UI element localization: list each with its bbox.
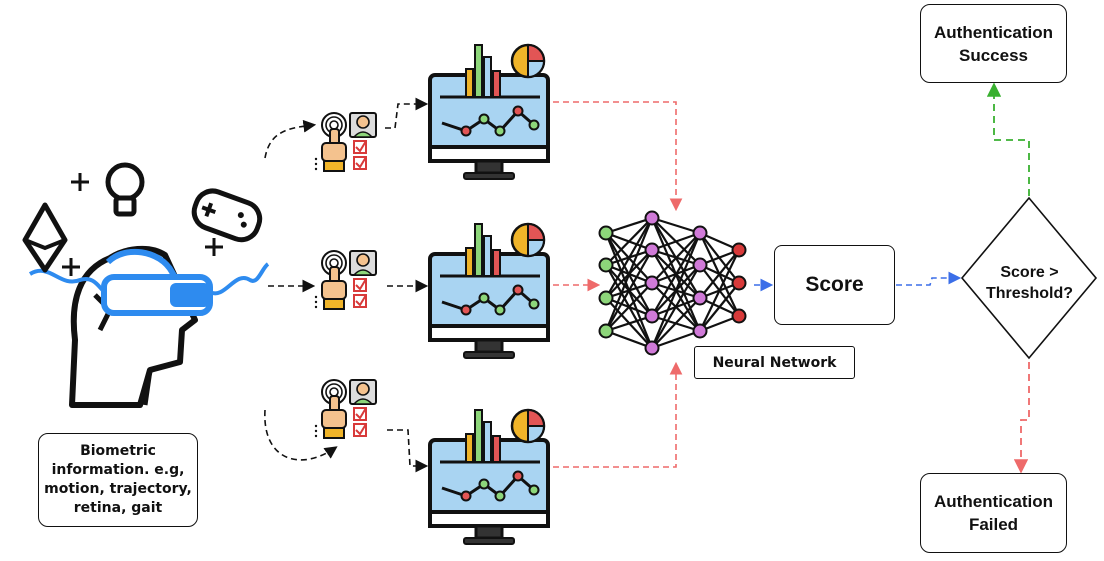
nn-edge — [605, 217, 653, 266]
threshold-label: Score > Threshold? — [985, 264, 1074, 302]
nn-edge — [605, 217, 653, 299]
gamepad-icon — [191, 188, 263, 243]
monitor-chart-icon — [428, 43, 550, 181]
nn-edge — [699, 249, 740, 332]
lightbulb-icon — [105, 162, 145, 217]
fingerprint-checklist-icon — [313, 379, 377, 439]
sparkle-icon — [62, 173, 223, 276]
nn-node — [598, 323, 614, 339]
nn-node — [644, 308, 660, 324]
neural-network-icon — [598, 210, 747, 356]
nn-edge — [651, 329, 701, 350]
biometric-info-box: Biometric information. e.g, motion, traj… — [38, 433, 198, 527]
failed-arrow — [1013, 362, 1030, 474]
nn-node — [644, 242, 660, 258]
nn-node — [692, 257, 708, 273]
fingerprint-checklist-icon — [313, 250, 377, 310]
nn-edge — [605, 314, 653, 333]
neural-network-label: Neural Network — [694, 346, 855, 379]
nn-node — [692, 323, 708, 339]
score-box: Score — [774, 245, 895, 325]
nn-edge — [699, 249, 740, 299]
nn-node — [731, 308, 747, 324]
input-arrows — [264, 97, 429, 473]
success-arrow — [986, 82, 1030, 196]
nn-edge — [651, 232, 701, 284]
nn-edge — [651, 216, 701, 235]
nn-edge — [651, 297, 701, 349]
nn-node — [731, 242, 747, 258]
threshold-diamond — [960, 196, 1098, 360]
nn-node — [644, 340, 660, 356]
score-arrows — [754, 271, 962, 292]
nn-edge — [605, 249, 653, 332]
nn-node — [644, 275, 660, 291]
authentication-failed-box: Authentication Failed — [920, 473, 1067, 553]
nn-edge — [651, 264, 701, 349]
person-vr-headset-icon — [28, 245, 270, 408]
feature-arrows — [553, 101, 683, 468]
nn-edge — [650, 232, 702, 349]
monitor-chart-icon — [428, 222, 550, 360]
nn-node — [598, 290, 614, 306]
nn-edge — [605, 216, 653, 235]
nn-edge — [651, 231, 701, 252]
nn-node — [731, 275, 747, 291]
nn-node — [598, 257, 614, 273]
nn-edge — [604, 217, 654, 332]
nn-node — [644, 210, 660, 226]
nn-edge — [605, 329, 653, 350]
authentication-success-box: Authentication Success — [920, 4, 1067, 83]
nn-edge — [651, 232, 701, 317]
nn-node — [692, 225, 708, 241]
nn-node — [598, 225, 614, 241]
nn-edge — [699, 282, 740, 332]
ethereum-icon — [22, 202, 68, 273]
fingerprint-checklist-icon — [313, 112, 377, 172]
monitor-chart-icon — [428, 408, 550, 546]
nn-node — [692, 290, 708, 306]
nn-edge — [605, 282, 653, 332]
